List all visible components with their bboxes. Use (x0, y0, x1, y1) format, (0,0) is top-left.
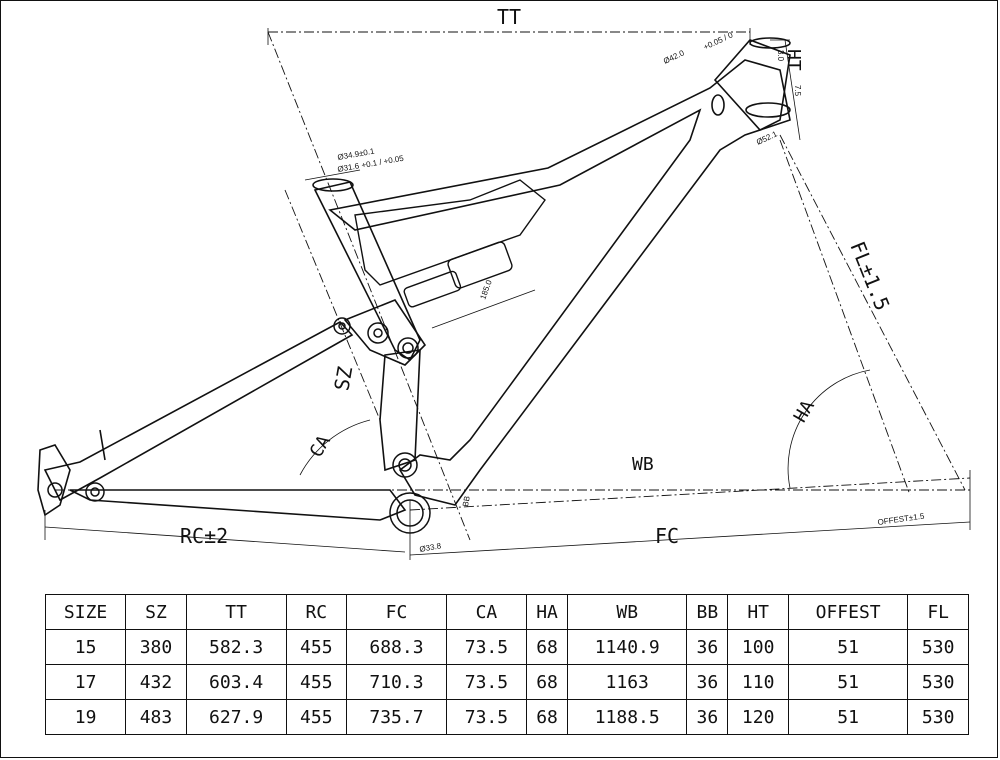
wb-label: WB (632, 454, 654, 475)
table-cell: 627.9 (185, 699, 287, 735)
table-cell: 483 (125, 699, 187, 735)
table-cell: 68 (526, 629, 569, 665)
header-cell: SZ (125, 594, 187, 630)
fc-label: FC (655, 524, 679, 548)
table-cell: 710.3 (346, 664, 447, 700)
table-cell: 735.7 (346, 699, 447, 735)
table-cell: 15 (44, 629, 127, 665)
seat-inner-dia-label: Ø31.6 (337, 161, 361, 174)
sz-label: SZ (329, 365, 357, 393)
header-cell: TT (185, 594, 287, 630)
table-cell: 120 (727, 699, 789, 735)
bb-diameter-label: Ø33.8 (419, 541, 443, 554)
ha-angle-arc (787, 369, 871, 489)
table-cell: 73.5 (445, 664, 528, 700)
table-cell: 603.4 (185, 664, 287, 700)
table-cell: 455 (285, 629, 348, 665)
table-cell: 455 (285, 699, 348, 735)
table-cell: 530 (907, 699, 969, 735)
table-cell: 688.3 (346, 629, 447, 665)
frame-geometry-drawing: TT HT FL±1.5 SZ CA HA WB FC RC±2 BB OFFE… (37, 5, 971, 560)
table-cell: 51 (787, 629, 909, 665)
rc-label: RC±2 (180, 524, 228, 548)
bb-label: BB (461, 495, 472, 507)
table-cell: 1188.5 (567, 699, 688, 735)
ca-angle-arc (299, 419, 371, 476)
fl-label: FL±1.5 (845, 238, 894, 314)
rear-stays (37, 321, 407, 521)
table-row: 17 432 603.4 455 710.3 73.5 68 1163 36 1… (44, 664, 969, 700)
header-cell: SIZE (44, 594, 127, 630)
header-cell: RC (285, 594, 348, 630)
pivot-points (47, 317, 431, 534)
table-cell: 68 (526, 699, 569, 735)
header-cell: FC (346, 594, 447, 630)
shock-length-label: 185.0 (478, 278, 493, 300)
ht-75-label: 7.5 (793, 85, 802, 97)
header-cell: HA (526, 594, 569, 630)
tt-label: TT (497, 5, 521, 29)
header-cell: BB (686, 594, 729, 630)
table-cell: 455 (285, 664, 348, 700)
header-cell: WB (567, 594, 688, 630)
table-cell: 73.5 (445, 699, 528, 735)
table-cell: 110 (727, 664, 789, 700)
table-cell: 36 (686, 664, 729, 700)
head-top-tol-label: +0.05 / 0 (702, 30, 735, 52)
table-cell: 68 (526, 664, 569, 700)
header-cell: OFFEST (787, 594, 909, 630)
table-row: 15 380 582.3 455 688.3 73.5 68 1140.9 36… (44, 629, 969, 665)
table-cell: 432 (125, 664, 187, 700)
table-cell: 582.3 (185, 629, 287, 665)
table-cell: 530 (907, 664, 969, 700)
table-cell: 380 (125, 629, 187, 665)
seat-tube (312, 178, 421, 362)
extension-lines (44, 28, 971, 560)
table-cell: 73.5 (445, 629, 528, 665)
table-cell: 1163 (567, 664, 688, 700)
front-triangle (328, 37, 791, 506)
table-cell: 530 (907, 629, 969, 665)
table-cell: 51 (787, 699, 909, 735)
header-cell: CA (445, 594, 528, 630)
head-top-dia-label: Ø42.0 (662, 48, 686, 66)
table-row: 19 483 627.9 455 735.7 73.5 68 1188.5 36… (44, 699, 969, 735)
table-cell: 19 (44, 699, 127, 735)
table-cell: 1140.9 (567, 629, 688, 665)
header-cell: HT (727, 594, 789, 630)
header-cell: FL (907, 594, 969, 630)
head-bottom-dia-label: Ø52.1 (755, 129, 779, 147)
table-cell: 36 (686, 699, 729, 735)
ht-30-label: 3.0 (776, 50, 785, 62)
table-cell: 100 (727, 629, 789, 665)
dimension-lines (55, 31, 971, 541)
shock-assembly (354, 179, 546, 308)
table-cell: 51 (787, 664, 909, 700)
table-cell: 17 (44, 664, 127, 700)
table-cell: 36 (686, 629, 729, 665)
table-header-row: SIZE SZ TT RC FC CA HA WB BB HT OFFEST F… (44, 594, 969, 630)
geometry-table: SIZE SZ TT RC FC CA HA WB BB HT OFFEST F… (44, 594, 969, 735)
ca-label: CA (306, 432, 335, 461)
ha-label: HA (790, 397, 819, 426)
ht-label: HT (783, 49, 804, 71)
offest-label: OFFEST±1.5 (877, 511, 925, 527)
